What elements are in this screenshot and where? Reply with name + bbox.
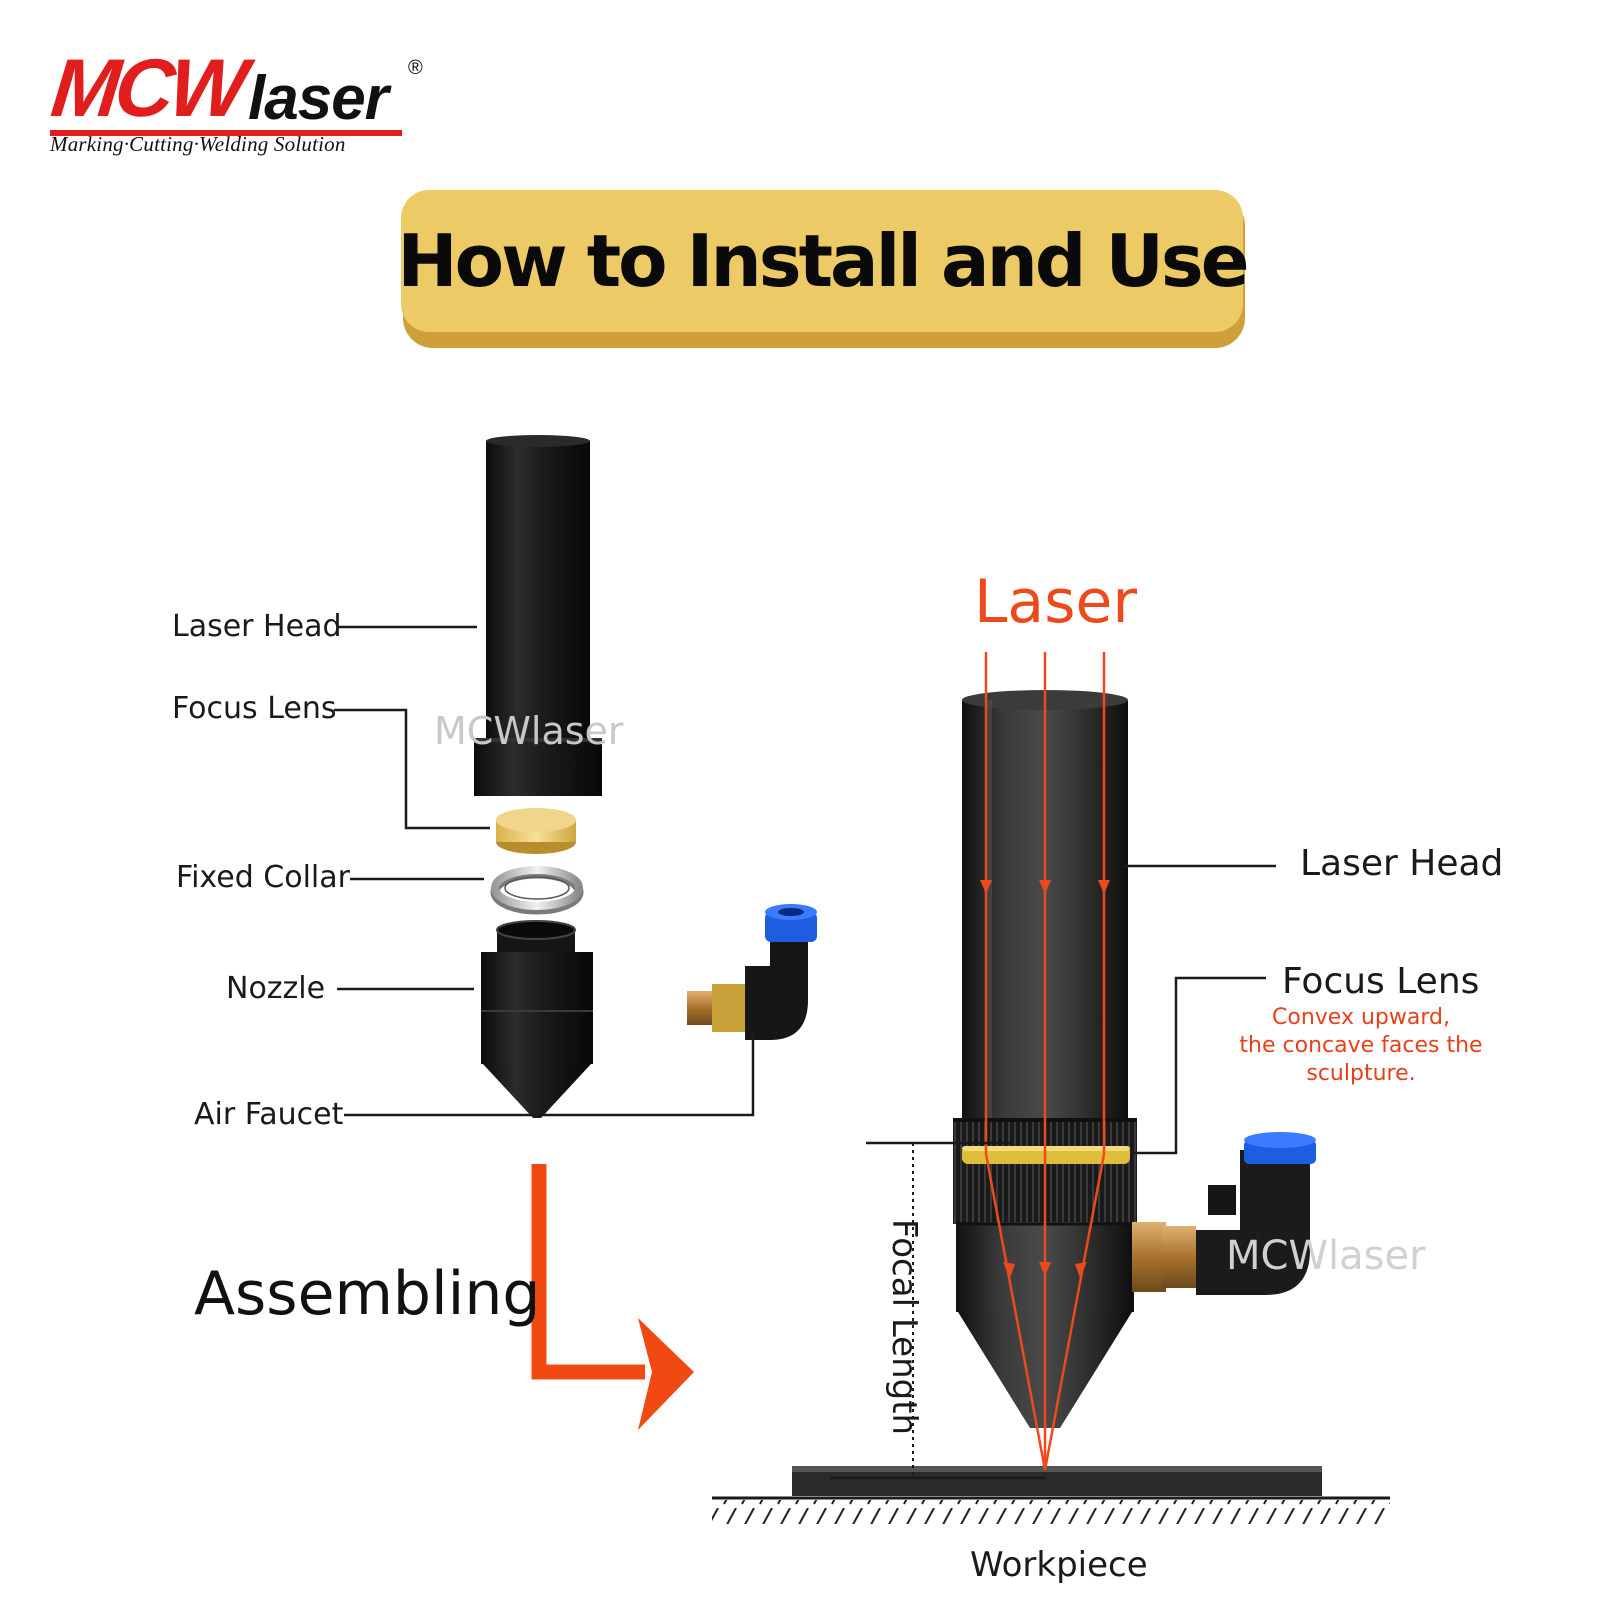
workpiece <box>712 1466 1390 1524</box>
assembling-arrow <box>531 1164 694 1430</box>
registered-mark: ® <box>408 57 423 79</box>
label-laser-head: Laser Head <box>172 609 342 644</box>
logo-laser-text: laser <box>248 64 389 133</box>
label-air-faucet: Air Faucet <box>194 1097 344 1132</box>
exploded-focus-lens <box>496 808 576 854</box>
exploded-laser-head <box>474 435 602 796</box>
assembled-air-faucet <box>1132 1132 1316 1295</box>
focal-length-label: Focal Length <box>884 1218 924 1436</box>
page-title: How to Install and Use <box>397 219 1249 303</box>
laser-beam-arrowheads <box>980 880 1110 1278</box>
title-banner: How to Install and Use <box>397 190 1250 332</box>
focus-lens-note-line-1: Convex upward, <box>1272 1005 1450 1030</box>
focus-lens-note-line-2: the concave faces the <box>1239 1033 1483 1058</box>
focus-lens-note: Convex upward, the concave faces the scu… <box>1226 1004 1496 1088</box>
watermark-left: MCWlaser <box>434 709 624 753</box>
assembled-label-focus-lens: Focus Lens <box>1282 961 1480 1002</box>
exploded-air-faucet <box>687 904 817 1040</box>
watermark-right: MCWlaser <box>1226 1233 1426 1279</box>
label-fixed-collar: Fixed Collar <box>176 860 350 895</box>
exploded-nozzle <box>481 920 593 1118</box>
workpiece-label: Workpiece <box>970 1545 1148 1585</box>
assembled-leader-lines <box>830 864 1276 1480</box>
laser-label: Laser <box>974 567 1138 637</box>
logo-tagline: Marking·Cutting·Welding Solution <box>50 132 346 156</box>
laser-beams <box>984 652 1106 1471</box>
logo-underline <box>50 130 402 136</box>
exploded-leader-lines <box>334 625 755 1117</box>
assembled-label-laser-head: Laser Head <box>1300 843 1504 884</box>
label-nozzle: Nozzle <box>226 971 326 1006</box>
focus-lens-note-line-3: sculpture. <box>1306 1061 1416 1086</box>
label-focus-lens: Focus Lens <box>172 691 337 726</box>
exploded-fixed-collar <box>490 866 584 915</box>
assembling-label: Assembling <box>194 1259 541 1329</box>
